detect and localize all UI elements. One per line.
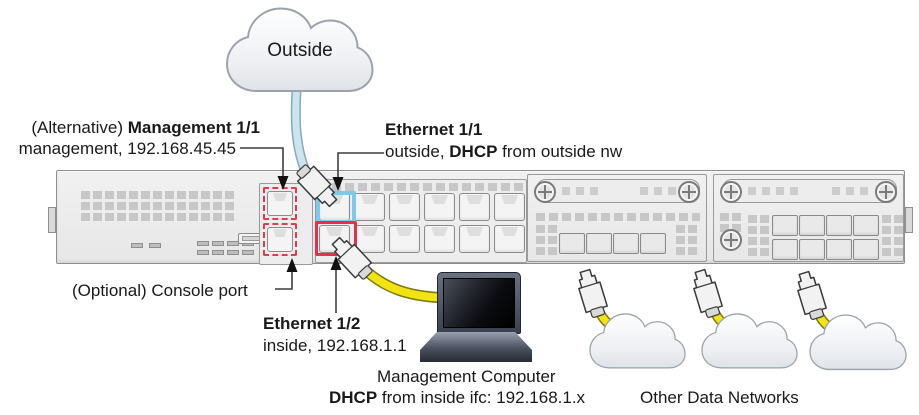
sfp-slot — [640, 233, 666, 254]
screw-icon — [534, 181, 556, 203]
firewall-chassis — [48, 170, 913, 265]
callout-arrows — [277, 176, 344, 272]
rj45-port — [459, 193, 490, 221]
rack-ear-right — [905, 207, 913, 233]
management-computer-label: Management Computer — [377, 367, 556, 386]
rack-ear-left — [48, 207, 56, 233]
ethernet-1-2-callout-line2: inside, 192.168.1.1 — [263, 336, 407, 355]
rj45-port — [494, 193, 525, 221]
laptop-base — [420, 332, 532, 362]
vent-grid — [81, 191, 234, 221]
management-console-panel — [259, 183, 313, 265]
sfp-slot — [586, 233, 612, 254]
sfp-slot — [799, 239, 825, 260]
rj45-connector-net2 — [688, 267, 726, 320]
sfp-slot — [826, 239, 852, 260]
laptop-display — [443, 278, 515, 328]
rj45-port — [424, 225, 455, 253]
ethernet-1-1-callout-line2: outside, DHCP from outside nw — [385, 142, 623, 161]
rj45-port — [494, 225, 525, 253]
network-module-2 — [713, 174, 904, 262]
rj45-connector-net3 — [792, 269, 830, 322]
management-computer — [420, 271, 532, 364]
ethernet-1-2-callout-line1: Ethernet 1/2 — [263, 314, 361, 333]
screw-icon — [720, 229, 742, 251]
rj45-port — [424, 193, 455, 221]
rj45-jack-icon — [267, 227, 293, 252]
sfp-slot — [559, 233, 585, 254]
rj45-port — [354, 225, 385, 253]
rj45-jack-icon — [267, 191, 293, 216]
outside-cloud-label: Outside — [267, 40, 333, 61]
other-data-networks-label: Other Data Networks — [640, 388, 799, 407]
callout-leader-lines — [240, 147, 384, 313]
console-callout: (Optional) Console port — [72, 281, 248, 300]
management-callout-line1: (Alternative) Management 1/1 — [31, 118, 260, 137]
sfp-slot — [772, 215, 798, 236]
vent-row — [319, 183, 524, 191]
sfp-slot — [853, 215, 879, 236]
console-port — [263, 223, 297, 256]
sfp-slot — [772, 239, 798, 260]
network-module-1 — [527, 174, 707, 262]
screw-icon — [678, 181, 700, 203]
management-callout-line2: management, 192.168.45.45 — [18, 139, 236, 158]
ethernet-1-1-callout-line1: Ethernet 1/1 — [385, 120, 483, 139]
sfp-slot — [799, 215, 825, 236]
screw-icon — [720, 181, 742, 203]
rj45-port — [459, 225, 490, 253]
sfp-slot — [853, 239, 879, 260]
ethernet-1-2-highlight — [315, 221, 357, 256]
management-1-1-port — [263, 187, 297, 220]
rj45-connector-net1 — [573, 267, 611, 320]
sfp-slot — [826, 215, 852, 236]
laptop-screen — [437, 272, 521, 334]
rj45-port — [389, 193, 420, 221]
rj45-port-grid — [319, 193, 525, 253]
screw-icon — [875, 181, 897, 203]
sfp-slot — [613, 233, 639, 254]
management-computer-detail: DHCP from inside ifc: 192.168.1.x — [329, 388, 586, 407]
outside-cable — [290, 79, 312, 180]
rj45-port — [389, 225, 420, 253]
